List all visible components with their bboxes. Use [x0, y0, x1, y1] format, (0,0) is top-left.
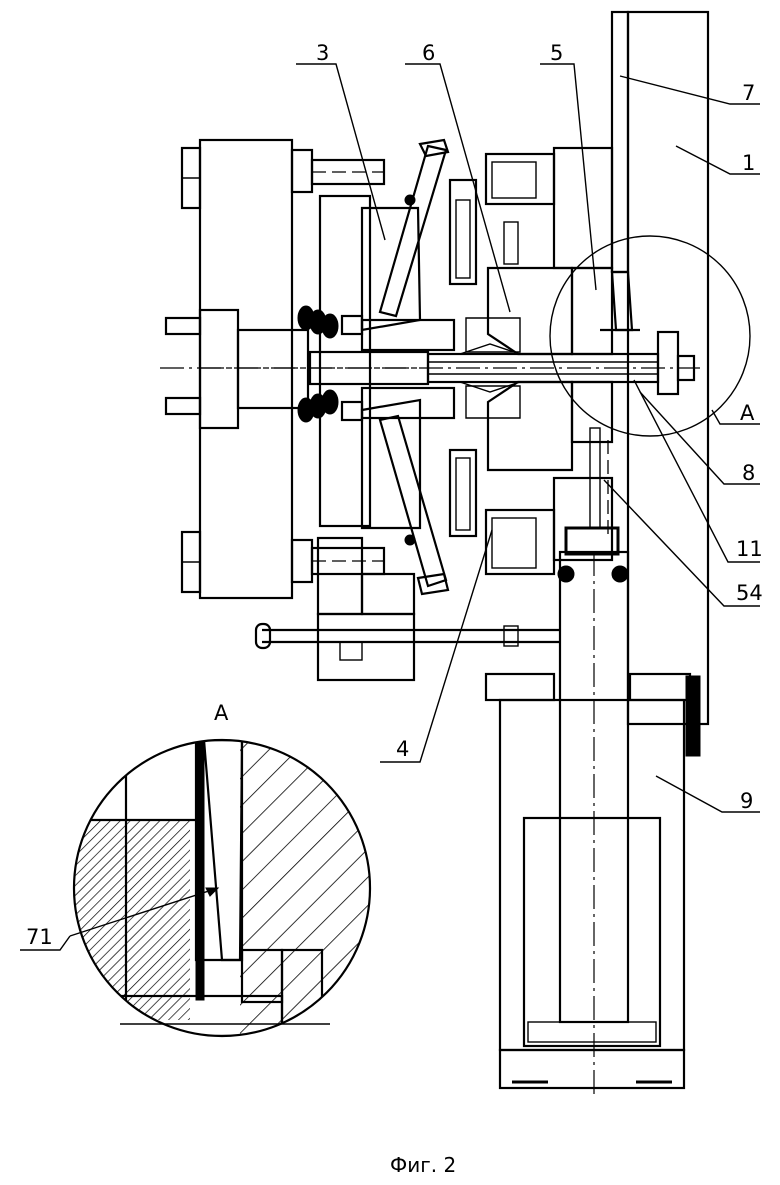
label-6: 6 [422, 41, 435, 65]
label-11: 11 [736, 537, 763, 561]
label-1: 1 [742, 151, 755, 175]
label-5: 5 [550, 41, 563, 65]
label-detail-a-view: А [214, 701, 229, 725]
frame-plate-1 [600, 12, 708, 756]
cylinder-9 [486, 528, 690, 1096]
label-54: 54 [736, 581, 763, 605]
central-shaft [160, 332, 700, 394]
label-71: 71 [26, 925, 53, 949]
label-detail-a-main: А [740, 401, 755, 425]
label-8: 8 [742, 461, 755, 485]
inclined-pin-upper [380, 140, 448, 316]
inclined-pin-lower [380, 416, 448, 594]
label-7: 7 [742, 81, 755, 105]
label-4: 4 [396, 737, 409, 761]
detail-view-a [60, 700, 440, 1100]
left-base-plate [166, 140, 384, 598]
label-3: 3 [316, 41, 329, 65]
rod-54 [590, 428, 608, 540]
bottom-bracket [256, 538, 560, 680]
detail-circle-main [550, 236, 750, 436]
label-9: 9 [740, 789, 753, 813]
figure-caption: Фиг. 2 [390, 1153, 456, 1177]
